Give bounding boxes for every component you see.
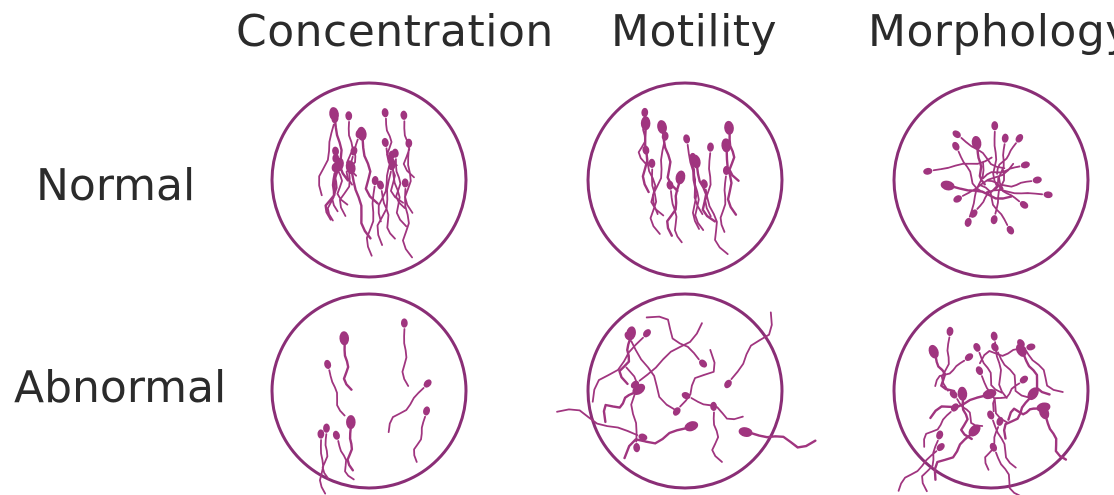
sperm-cell: [998, 133, 1009, 190]
plate-ring: [270, 292, 468, 490]
column-header-motility: Motility: [611, 6, 778, 57]
plate-ring: [586, 292, 784, 490]
plate-motility-abnormal: [556, 292, 817, 490]
sperm-cell: [1002, 387, 1039, 440]
sperm-cell: [982, 161, 1030, 180]
sperm-cell: [329, 107, 350, 182]
sperm-cell: [651, 131, 669, 215]
sperm-cell: [921, 430, 944, 493]
sperm-cell: [738, 427, 817, 449]
sperm-cell: [710, 401, 723, 463]
sperm-cell: [387, 379, 432, 433]
sperm-cell: [672, 349, 716, 416]
sperm-cell: [381, 108, 398, 167]
sperm-cell: [324, 359, 346, 417]
plate-motility-normal: [586, 81, 784, 279]
plate-ring: [586, 81, 784, 279]
sperm-cell: [987, 410, 1017, 469]
sperm-cell: [991, 342, 1032, 399]
sperm-cell: [977, 183, 1015, 235]
plate-morphology-abnormal: [892, 292, 1090, 495]
sperm-cell: [971, 135, 986, 186]
sperm-cell: [331, 153, 340, 213]
sperm-cell: [721, 138, 738, 216]
sperm-cell: [984, 416, 1004, 471]
sperm-cell: [704, 142, 714, 218]
sperm-cell: [952, 141, 983, 193]
sperm-cell: [1007, 402, 1051, 421]
sperm-cell: [339, 331, 353, 391]
sperm-cell: [996, 134, 1024, 175]
row-header-abnormal: Abnormal: [14, 362, 227, 413]
sperm-cell: [683, 134, 704, 216]
column-header-morphology: Morphology: [868, 6, 1114, 57]
sperm-cell: [391, 148, 406, 209]
sperm-cell: [346, 415, 356, 472]
sperm-cell: [689, 152, 700, 230]
plate-concentration-normal: [270, 81, 468, 279]
sperm-cell: [933, 424, 981, 481]
sperm-cell: [645, 315, 708, 368]
plate-concentration-abnormal: [270, 292, 468, 495]
sperm-cell: [413, 406, 431, 463]
sperm-cell: [666, 170, 686, 237]
sperm-cell: [923, 403, 959, 448]
sperm-cell: [556, 408, 648, 441]
sperm-cell: [1015, 343, 1051, 396]
sperm-cell: [934, 353, 974, 387]
sperm-cell: [623, 421, 699, 460]
sperm-cell: [724, 120, 740, 182]
sperm-cell: [990, 331, 1008, 399]
sperm-cell: [648, 158, 661, 235]
sperm-cell: [376, 161, 396, 246]
row-header-normal: Normal: [36, 160, 196, 211]
sperm-cell: [724, 311, 773, 389]
sperm-cell: [991, 121, 999, 189]
sperm-cell: [897, 443, 945, 492]
column-header-concentration: Concentration: [236, 6, 554, 57]
plate-ring: [892, 81, 1090, 279]
sperm-cell: [640, 116, 651, 194]
sperm-cell: [381, 137, 404, 204]
sperm-cell: [985, 179, 1029, 209]
sperm-cell: [401, 178, 413, 259]
sperm-cell: [618, 326, 636, 386]
sperm-cell: [700, 179, 729, 255]
sperm-cell: [377, 180, 396, 240]
sperm-cell: [591, 329, 651, 403]
plate-morphology-normal: [892, 81, 1090, 279]
sperm-cell: [321, 423, 330, 480]
sperm-cell: [625, 366, 641, 453]
sperm-cell: [949, 390, 984, 427]
sperm-cell: [365, 175, 379, 257]
sperm-cell: [973, 342, 1003, 394]
sperm-cell: [400, 110, 415, 179]
sperm-cell: [923, 156, 993, 175]
sperm-cell: [990, 167, 1005, 225]
sperm-cell: [666, 180, 683, 244]
sperm-cell: [400, 318, 410, 387]
sperm-cell: [345, 129, 363, 186]
sperm-cell: [985, 189, 1053, 199]
sperm-cell: [332, 430, 355, 481]
